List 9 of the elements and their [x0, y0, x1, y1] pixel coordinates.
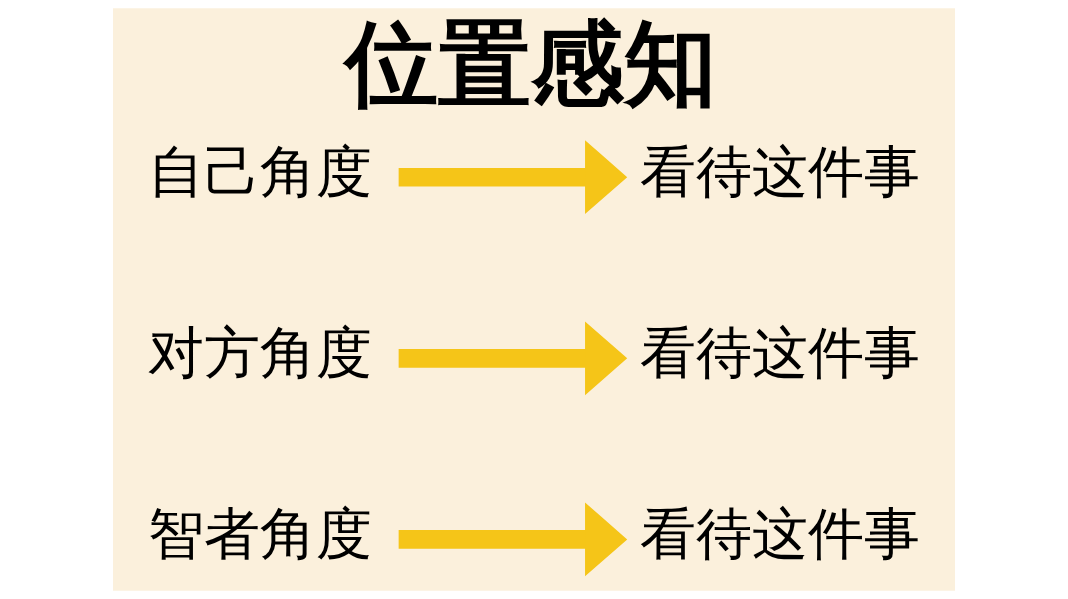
arrow: [398, 502, 628, 577]
node-text: 看待这件事: [640, 501, 921, 567]
node-text: 看待这件事: [640, 139, 921, 205]
node-text: 看待这件事: [640, 320, 921, 386]
node-text: 自己角度: [147, 139, 372, 205]
arrow: [398, 321, 628, 396]
arrow: [398, 140, 628, 215]
node-text: 对方角度: [147, 320, 372, 386]
node-text: 智者角度: [147, 501, 372, 567]
